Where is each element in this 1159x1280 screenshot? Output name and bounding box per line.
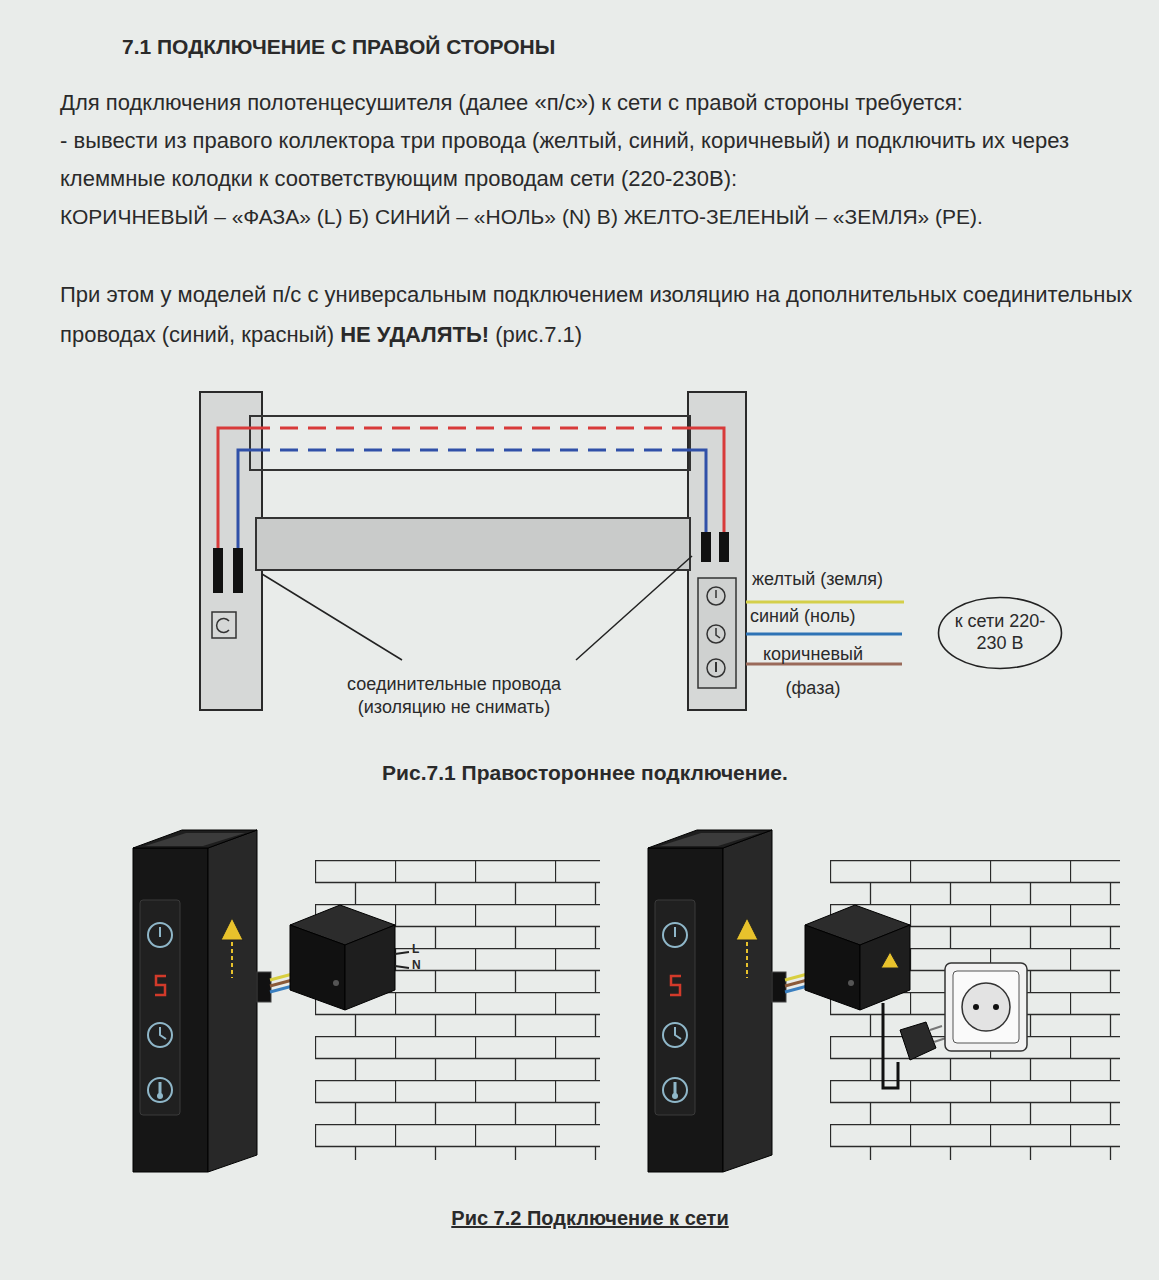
illustration-part bbox=[315, 860, 600, 1160]
mains-connection-plug bbox=[648, 830, 1120, 1172]
illustration-part bbox=[698, 578, 736, 688]
wire-colors: КОРИЧНЕВЫЙ – «ФАЗА» (L) Б) СИНИЙ – «НОЛЬ… bbox=[60, 198, 1145, 236]
illustration-part bbox=[688, 450, 706, 534]
illustration-part bbox=[716, 628, 720, 638]
figure-caption: Рис.7.1 Правостороннее подключение. bbox=[290, 760, 880, 786]
illustration-part bbox=[993, 1004, 999, 1010]
section-title: 7.1 ПОДКЛЮЧЕНИЕ С ПРАВОЙ СТОРОНЫ bbox=[122, 34, 882, 60]
illustration-part bbox=[256, 518, 690, 570]
figure-caption: Рис 7.2 Подключение к сети bbox=[300, 1206, 880, 1231]
illustration-part bbox=[262, 574, 402, 660]
illustration-part bbox=[746, 601, 904, 604]
right-connection-scheme bbox=[200, 392, 904, 710]
illustration-part bbox=[900, 1022, 936, 1060]
illustration-part bbox=[238, 450, 252, 548]
warning-text: НЕ УДАЛЯТЬ! bbox=[340, 322, 489, 347]
illustration-part bbox=[719, 532, 729, 562]
figure-reference: (рис.7.1) bbox=[495, 322, 582, 347]
terminal-label: N bbox=[412, 958, 432, 973]
illustration-part bbox=[746, 633, 902, 636]
illustration-part bbox=[395, 952, 409, 954]
illustration-part bbox=[250, 416, 690, 470]
wire-label: синий (ноль) bbox=[750, 605, 910, 628]
paragraph: Для подключения полотенцесушителя (далее… bbox=[60, 84, 1145, 122]
network-oval: к сети 220-230 В bbox=[937, 596, 1063, 670]
illustration-part bbox=[883, 1003, 898, 1088]
illustration-part bbox=[715, 590, 717, 598]
heater-unit bbox=[133, 830, 395, 1172]
illustration-part bbox=[953, 971, 1019, 1043]
list-item: - вывести из правого коллектора три пров… bbox=[60, 122, 1145, 198]
illustration-part bbox=[830, 860, 1120, 1160]
mains-connection-terminal bbox=[133, 830, 600, 1172]
illustration-part bbox=[930, 1026, 946, 1042]
illustration-part bbox=[707, 659, 725, 677]
illustration-part bbox=[707, 625, 725, 643]
illustration-part bbox=[576, 556, 692, 660]
illustration-part bbox=[217, 619, 229, 633]
illustration-part bbox=[881, 952, 899, 968]
illustration-part bbox=[945, 963, 1027, 1051]
wire-label: желтый (земля) bbox=[752, 568, 912, 591]
illustration-part bbox=[688, 428, 724, 534]
illustration-part bbox=[252, 449, 688, 452]
illustration-part bbox=[962, 983, 1010, 1031]
terminal-label: L bbox=[412, 942, 432, 957]
illustration-part bbox=[707, 587, 725, 605]
illustration-part bbox=[200, 392, 262, 710]
illustration-part bbox=[715, 662, 717, 672]
node-label: к сети 220-230 В bbox=[952, 611, 1048, 654]
illustration-part bbox=[395, 966, 409, 968]
illustration-part bbox=[688, 392, 746, 710]
illustration-part bbox=[212, 612, 236, 638]
paragraph: При этом у моделей п/с с универсальным п… bbox=[60, 276, 1140, 356]
illustration-part bbox=[973, 1004, 979, 1010]
illustration-part bbox=[213, 548, 223, 593]
wire-label: коричневый (фаза) bbox=[748, 637, 878, 705]
oval-outline bbox=[939, 598, 1062, 669]
illustration-part bbox=[218, 428, 252, 548]
callout-label: соединительные провода (изоляцию не сним… bbox=[336, 673, 572, 718]
node-text-wrap: к сети 220-230 В bbox=[952, 611, 1048, 654]
paragraph: При этом у моделей п/с с универсальным п… bbox=[60, 282, 1132, 347]
illustration-part bbox=[701, 532, 711, 562]
illustration-part bbox=[252, 427, 688, 430]
heater-unit bbox=[648, 830, 910, 1172]
illustration-part bbox=[233, 548, 243, 593]
